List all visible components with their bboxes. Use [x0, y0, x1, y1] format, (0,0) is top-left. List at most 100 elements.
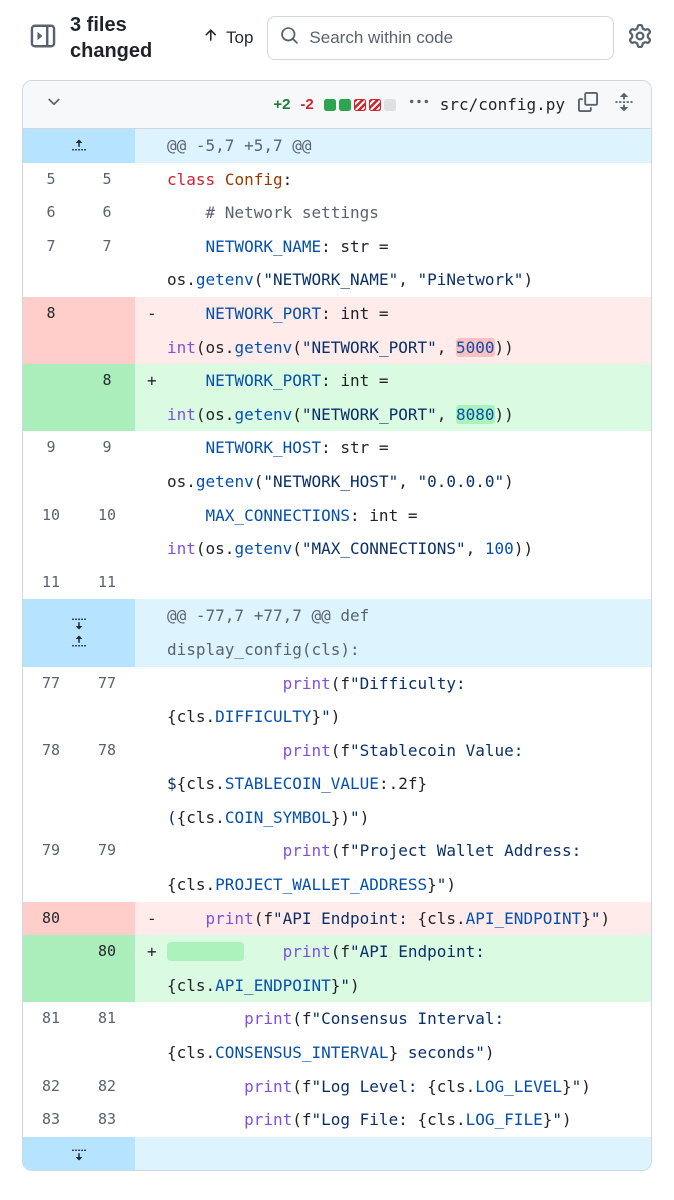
code-token: COIN_SYMBOL — [224, 807, 331, 827]
code-cell: + NETWORK_PORT: int = int(os.getenv("NET… — [135, 364, 651, 432]
code-token: }) — [330, 807, 351, 827]
code-token: ( — [292, 404, 302, 424]
code-token: (f — [292, 1076, 312, 1096]
code-token: ) — [484, 1043, 495, 1063]
new-line-number: 7 — [102, 236, 112, 255]
code-token — [167, 304, 206, 323]
code-token: } — [311, 707, 322, 727]
code-token: ( — [253, 471, 264, 491]
code-token: DIFFICULTY — [215, 707, 312, 727]
code-token: , — [398, 270, 418, 290]
code-token: NETWORK_NAME — [205, 236, 322, 256]
old-line-number: 81 — [41, 1009, 61, 1028]
code-token: print — [244, 1076, 293, 1096]
code-token — [167, 1077, 244, 1096]
settings-button[interactable] — [628, 23, 652, 53]
chevron-down-icon — [45, 93, 63, 116]
new-line-number: 6 — [102, 203, 112, 222]
file-name-link[interactable]: src/config.py — [439, 95, 565, 114]
code-token: getenv — [195, 471, 254, 491]
search-input[interactable] — [309, 28, 601, 48]
code-token: } — [581, 908, 591, 928]
old-line-number: 10 — [41, 505, 61, 524]
file-options-button[interactable] — [408, 93, 430, 116]
code-token: API_ENDPOINT — [215, 975, 331, 995]
code-token — [167, 506, 206, 525]
code-token: print — [244, 1110, 293, 1130]
expand-down-button[interactable] — [71, 615, 87, 631]
expand-up-button[interactable] — [71, 138, 87, 154]
diff-marker: + — [147, 371, 157, 391]
code-token: class — [167, 169, 216, 189]
code-token: "Project Wallet Address: — [350, 841, 591, 861]
hunk-header — [135, 1136, 651, 1171]
code-token: ) — [561, 1110, 572, 1130]
old-line-number: 11 — [41, 572, 61, 591]
code-token: {cls. — [417, 1110, 466, 1130]
old-line-number: 5 — [46, 169, 56, 188]
code-token: {cls. — [167, 975, 216, 995]
code-token: {cls. — [176, 774, 225, 794]
code-token: : int = — [321, 371, 399, 391]
code-token: getenv — [195, 270, 254, 290]
expand-up-button[interactable] — [71, 634, 87, 650]
code-token: int — [167, 404, 196, 424]
diff-marker: + — [147, 942, 157, 962]
collapse-file-button[interactable] — [45, 93, 63, 116]
page-header: 3 files changed Top — [0, 0, 674, 80]
diff-marker: - — [147, 908, 157, 928]
code-line-text: NETWORK_PORT: int = int(os.getenv("NETWO… — [167, 364, 624, 431]
new-line-number — [79, 296, 135, 365]
diff-row-context: 81 81 print(f"Consensus Interval: {cls.CO… — [23, 1002, 651, 1069]
code-token: print — [282, 673, 331, 693]
new-line-number: 83 — [97, 1110, 117, 1129]
code-token: getenv — [234, 337, 293, 357]
code-token: 100 — [484, 539, 514, 559]
fold-down-icon — [71, 1146, 87, 1162]
code-token — [167, 371, 206, 390]
new-line-number: 11 — [97, 572, 117, 591]
code-token: int — [167, 539, 196, 559]
code-token: )) — [494, 404, 514, 424]
new-line-number: 5 — [102, 169, 112, 188]
sidebar-expand-button[interactable] — [30, 23, 56, 54]
hunk-header: @@ -5,7 +5,7 @@ — [135, 129, 651, 163]
new-line-number: 79 — [97, 841, 117, 860]
code-line-text: @@ -5,7 +5,7 @@ — [167, 129, 624, 163]
code-token: , — [398, 471, 418, 491]
diffstat-square-deleted — [353, 98, 366, 111]
code-line-text: print(f"API Endpoint: {cls.API_ENDPOINT}… — [167, 902, 624, 936]
code-token — [167, 1009, 244, 1028]
expand-all-button[interactable] — [611, 92, 637, 117]
new-line-number: 81 — [97, 1009, 117, 1028]
code-cell: print(f"Difficulty: {cls.DIFFICULTY}") — [135, 667, 651, 734]
code-token: (f — [292, 1009, 312, 1029]
new-line-number: 10 — [97, 505, 117, 524]
code-line-text: NETWORK_NAME: str = os.getenv("NETWORK_N… — [167, 230, 624, 297]
expand-down-button[interactable] — [71, 1146, 87, 1162]
code-token: NETWORK_HOST — [205, 438, 322, 458]
code-line-text: print(f"Log File: {cls.LOG_FILE}") — [167, 1103, 624, 1137]
code-line-text: @@ -77,7 +77,7 @@ def display_config(cls… — [167, 599, 624, 666]
code-token: @@ -5,7 +5,7 @@ — [167, 136, 312, 155]
deletions-count: -2 — [300, 96, 314, 113]
code-cell — [135, 566, 651, 600]
code-token — [215, 170, 225, 189]
code-token: "NETWORK_NAME" — [263, 270, 399, 290]
scroll-to-top-button[interactable]: Top — [202, 27, 253, 49]
code-cell: print(f"Consensus Interval: {cls.CONSENS… — [135, 1002, 651, 1069]
code-token: , — [436, 404, 456, 424]
diff-row-add: 80+ print(f"API Endpoint: {cls.API_ENDPO… — [23, 935, 651, 1003]
code-token: ) — [359, 807, 370, 827]
copy-path-button[interactable] — [575, 92, 601, 117]
fold-up-icon — [71, 138, 87, 154]
new-line-number: 8 — [79, 364, 135, 432]
code-token — [167, 942, 245, 962]
code-cell: NETWORK_HOST: str = os.getenv("NETWORK_H… — [135, 431, 651, 498]
code-token: getenv — [234, 404, 293, 424]
code-line-text: NETWORK_PORT: int = int(os.getenv("NETWO… — [167, 297, 624, 364]
